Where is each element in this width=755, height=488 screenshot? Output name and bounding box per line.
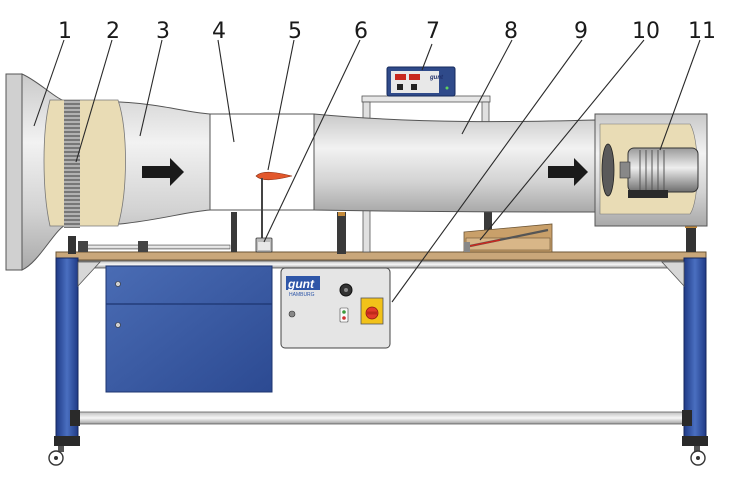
inlet-flange bbox=[5, 73, 23, 271]
fan-motor bbox=[627, 147, 699, 193]
lower-bar bbox=[75, 411, 687, 425]
callout-11: 11 bbox=[688, 19, 716, 44]
callout-7: 7 bbox=[426, 19, 440, 44]
control-box: gunt HAMBURG bbox=[280, 267, 391, 349]
bench-frame bbox=[48, 251, 708, 466]
callout-9: 9 bbox=[574, 19, 588, 44]
callout-numbers: 1 2 3 4 5 6 7 8 9 10 11 bbox=[58, 19, 716, 44]
callout-5: 5 bbox=[288, 19, 302, 44]
callout-10: 10 bbox=[632, 19, 660, 44]
caster-right bbox=[690, 446, 706, 466]
honeycomb-straightener bbox=[64, 100, 80, 228]
cabinet-knob bbox=[115, 281, 121, 287]
test-model bbox=[255, 171, 293, 181]
flow-arrow-icon bbox=[548, 158, 588, 186]
callout-3: 3 bbox=[156, 19, 170, 44]
cabinet-knob bbox=[115, 322, 121, 328]
start-stop-buttons bbox=[339, 307, 349, 323]
wind-tunnel-duct bbox=[5, 73, 708, 271]
caster-left bbox=[48, 446, 64, 466]
right-brace bbox=[661, 261, 685, 288]
diffuser bbox=[313, 113, 596, 213]
motor-fins bbox=[639, 150, 665, 190]
control-box-brand-sub: HAMBURG bbox=[289, 292, 315, 298]
storage-cabinet bbox=[105, 265, 273, 393]
meter-led-icon bbox=[445, 86, 449, 90]
power-indicator-icon bbox=[288, 310, 296, 318]
table-top bbox=[55, 251, 707, 261]
flow-arrow-icon bbox=[142, 158, 184, 186]
callout-8: 8 bbox=[504, 19, 518, 44]
control-box-brand: gunt bbox=[287, 277, 315, 291]
callout-2: 2 bbox=[106, 19, 120, 44]
callout-4: 4 bbox=[212, 19, 226, 44]
callout-leaders bbox=[33, 39, 701, 303]
fan-rotor-icon bbox=[601, 143, 615, 197]
meter-brand: gunt bbox=[429, 75, 444, 81]
guide-rail bbox=[79, 244, 231, 250]
callout-1: 1 bbox=[58, 19, 72, 44]
inclined-manometer bbox=[463, 223, 553, 253]
left-brace bbox=[77, 261, 101, 288]
screen-section bbox=[43, 99, 126, 227]
measurement-meter: gunt bbox=[386, 66, 456, 97]
callout-6: 6 bbox=[354, 19, 368, 44]
